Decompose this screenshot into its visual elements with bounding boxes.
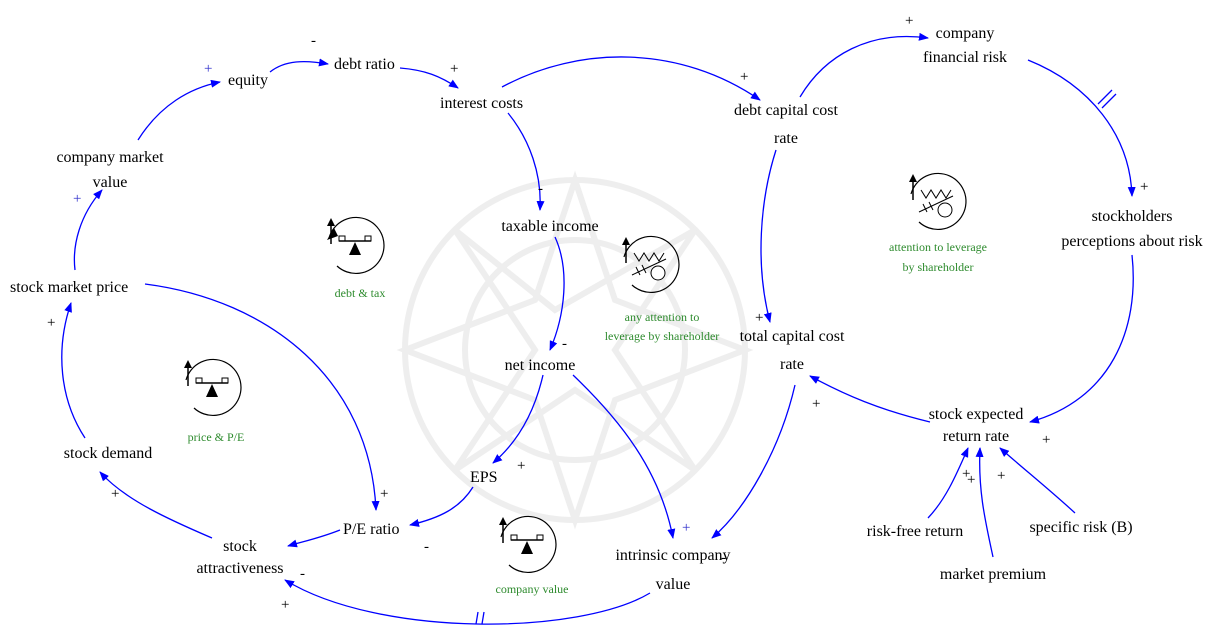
link-interest-costs-to-taxable-income bbox=[507, 112, 545, 211]
link-debt-ratio-to-interest-costs bbox=[399, 67, 459, 89]
loop-label-any-attention: any attention to bbox=[625, 310, 700, 324]
polarity-sign: + bbox=[204, 61, 212, 77]
var-total-capital-cost-rate: total capital cost bbox=[740, 328, 845, 345]
var-stock-attractiveness-2: attractiveness bbox=[196, 560, 283, 577]
polarity-sign: + bbox=[111, 486, 119, 502]
link-taxable-income-to-net-income bbox=[549, 236, 565, 351]
polarity-sign: - bbox=[311, 33, 316, 49]
watermark-emblem bbox=[396, 170, 754, 530]
var-pe-ratio: P/E ratio bbox=[343, 521, 399, 538]
link-expected-return-to-total-cost bbox=[809, 375, 931, 423]
polarity-sign: - bbox=[300, 566, 305, 582]
var-stockholders-perceptions: stockholders bbox=[1092, 208, 1173, 225]
link-total-cost-to-intrinsic-value bbox=[711, 384, 796, 539]
polarity-sign: + bbox=[740, 69, 748, 85]
polarity-sign: + bbox=[905, 13, 913, 29]
link-market-premium-to-expected-return bbox=[975, 447, 994, 558]
balance-loop-icon-company-value bbox=[499, 515, 557, 574]
loop-label-debt-tax: debt & tax bbox=[335, 286, 386, 300]
var-interest-costs: interest costs bbox=[440, 95, 523, 112]
polarity-sign: + bbox=[812, 396, 820, 412]
delay-mark-risk bbox=[1097, 89, 1117, 109]
var-risk-free-return: risk-free return bbox=[867, 523, 963, 540]
var-company-financial-risk: company bbox=[936, 25, 995, 42]
link-equity-to-debt-ratio bbox=[269, 58, 329, 73]
polarity-sign: - bbox=[562, 336, 567, 352]
var-company-financial-risk-2: financial risk bbox=[923, 49, 1007, 66]
polarity-sign: + bbox=[73, 191, 81, 207]
snowball-loop-icon-any-attention bbox=[622, 235, 680, 294]
balance-loop-icon-debt-tax bbox=[327, 216, 385, 275]
var-equity: equity bbox=[228, 72, 268, 89]
polarity-sign: + bbox=[997, 468, 1005, 484]
link-stock-market-price-to-pe-ratio bbox=[144, 283, 380, 511]
polarity-sign: + bbox=[682, 520, 690, 536]
link-stock-demand-to-market-price bbox=[61, 302, 86, 439]
var-intrinsic-company-value: intrinsic company bbox=[615, 547, 730, 564]
link-debt-capital-cost-to-financial-risk bbox=[799, 32, 929, 98]
var-debt-capital-cost-rate: debt capital cost bbox=[734, 102, 839, 119]
polarity-signs: + - + + + + + + + + - - - + + - - + + + … bbox=[47, 13, 1148, 613]
polarity-sign: + bbox=[517, 458, 525, 474]
loop-label-price-pe: price & P/E bbox=[188, 430, 245, 444]
var-total-capital-cost-rate-2: rate bbox=[780, 356, 804, 373]
link-perceptions-to-expected-return bbox=[1029, 254, 1134, 424]
link-pe-ratio-to-attractiveness bbox=[287, 529, 341, 548]
loop-label-attention: attention to leverage bbox=[889, 240, 987, 254]
polarity-sign: + bbox=[967, 472, 975, 488]
link-market-price-to-company-market-value bbox=[73, 189, 103, 271]
loop-label-any-attention-2: leverage by shareholder bbox=[605, 329, 720, 343]
polarity-sign: - bbox=[424, 539, 429, 555]
link-interest-costs-to-debt-capital-cost bbox=[501, 56, 761, 101]
var-intrinsic-company-value-2: value bbox=[656, 576, 691, 593]
balance-loop-icon-price-pe bbox=[184, 358, 242, 417]
link-debt-capital-cost-to-total-cost bbox=[760, 149, 777, 323]
polarity-sign: + bbox=[281, 597, 289, 613]
polarity-sign: + bbox=[755, 310, 763, 326]
var-company-market-value-2: value bbox=[93, 174, 128, 191]
link-company-market-value-to-equity bbox=[137, 79, 221, 141]
link-financial-risk-to-perceptions bbox=[1027, 59, 1136, 197]
link-eps-to-pe-ratio bbox=[409, 486, 474, 527]
causal-links bbox=[61, 32, 1136, 625]
loop-label-attention-2: by shareholder bbox=[903, 260, 974, 274]
polarity-sign: - bbox=[721, 550, 726, 566]
loop-label-company-value: company value bbox=[496, 582, 569, 596]
var-net-income: net income bbox=[505, 357, 576, 374]
variables: equity debt ratio interest costs debt ca… bbox=[10, 25, 1203, 593]
var-company-market-value: company market bbox=[56, 149, 164, 166]
link-net-income-to-eps bbox=[492, 374, 544, 464]
link-attractiveness-to-stock-demand bbox=[99, 471, 213, 539]
polarity-sign: + bbox=[962, 466, 970, 482]
var-market-premium: market premium bbox=[940, 566, 1047, 583]
var-stock-demand: stock demand bbox=[64, 445, 152, 462]
snowball-loop-icon-attention bbox=[909, 172, 967, 231]
link-net-income-to-intrinsic-value bbox=[572, 374, 676, 539]
var-debt-ratio: debt ratio bbox=[334, 56, 395, 73]
var-debt-capital-cost-rate-2: rate bbox=[774, 130, 798, 147]
polarity-sign: + bbox=[450, 61, 458, 77]
var-eps: EPS bbox=[470, 469, 498, 486]
var-stock-expected-return-rate: stock expected bbox=[929, 406, 1024, 423]
polarity-sign: + bbox=[380, 486, 388, 502]
var-stockholders-perceptions-2: perceptions about risk bbox=[1061, 233, 1202, 250]
polarity-sign: + bbox=[47, 315, 55, 331]
polarity-sign: + bbox=[1140, 179, 1148, 195]
link-specific-risk-to-expected-return bbox=[999, 447, 1076, 514]
var-stock-attractiveness: stock bbox=[223, 538, 257, 555]
polarity-sign: - bbox=[538, 181, 543, 197]
link-risk-free-return-to-expected-return bbox=[927, 447, 969, 519]
delay-mark-value bbox=[475, 611, 485, 625]
var-stock-expected-return-rate-2: return rate bbox=[943, 428, 1009, 445]
link-intrinsic-value-to-attractiveness bbox=[284, 579, 651, 625]
loop-labels: debt & tax price & P/E company value any… bbox=[188, 240, 987, 596]
var-specific-risk: specific risk (B) bbox=[1029, 519, 1132, 536]
var-stock-market-price: stock market price bbox=[10, 279, 128, 296]
polarity-sign: + bbox=[1042, 432, 1050, 448]
var-taxable-income: taxable income bbox=[501, 218, 598, 235]
